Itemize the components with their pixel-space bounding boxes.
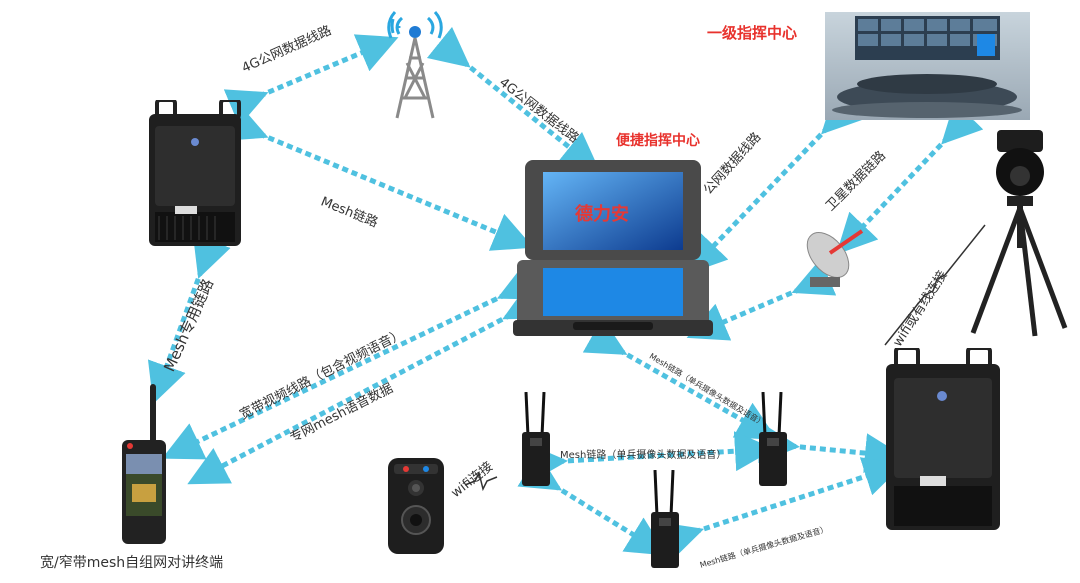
wifi-wire [464,470,498,492]
manpack-radio-c [647,469,683,570]
satellite-dish [800,225,870,290]
link-laptop-radio [582,317,778,440]
label-portable-center: 便捷指挥中心 [616,133,700,149]
manpack-radio-a [518,391,554,488]
rugged-laptop: 德力安 [513,160,713,340]
body-worn-camera [388,458,444,554]
link-radio-a-c [517,452,668,556]
link-radio-station-right [758,423,905,474]
link-station-laptop [223,103,534,251]
link-radio-c-station [659,457,905,561]
label-mesh-single-b: Mesh链路（单兵摄像头数据及语音） [560,450,727,461]
handheld-radio-terminal [118,384,170,544]
mesh-station-top [143,98,248,248]
link-center-laptop [686,91,864,275]
link-dish-laptop [686,258,837,341]
wired-link [884,224,986,346]
link-tower-station [223,34,399,127]
link-tower-laptop [426,26,601,173]
mesh-station-right [880,346,1005,533]
ptz-dome-camera-on-tripod [965,128,1075,340]
link-satellite-center [836,101,984,255]
label-handheld-terminal: 宽/窄带mesh自组网对讲终端 [40,555,224,571]
radio-tower-icon [385,8,445,120]
command-center-photo [825,12,1030,120]
laptop-screen-logo: 德力安 [575,204,629,225]
label-command-center: 一级指挥中心 [707,24,798,42]
manpack-radio-b [755,391,791,488]
